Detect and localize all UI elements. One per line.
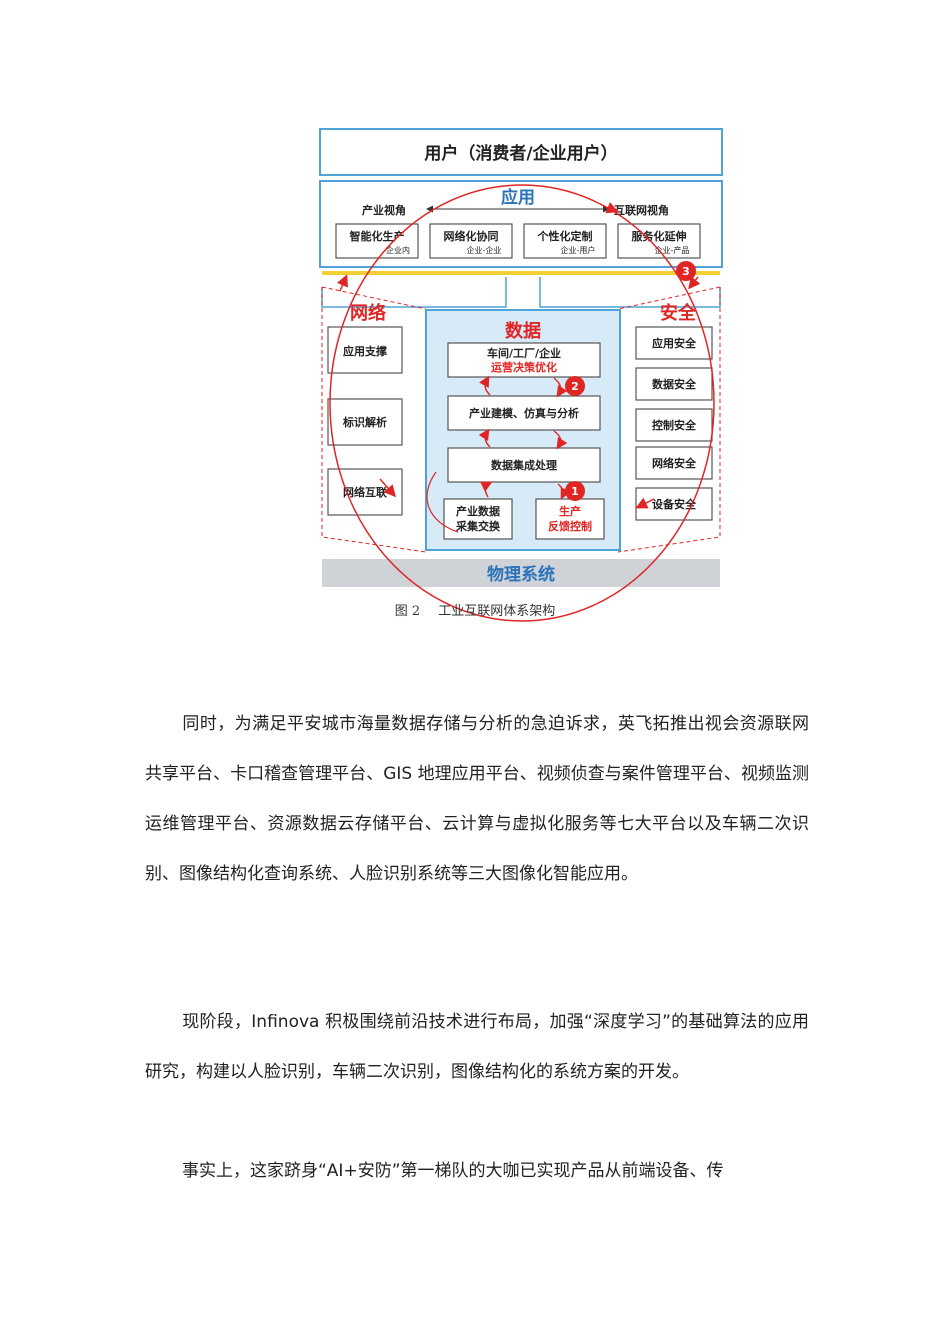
security-item-3-label: 控制安全 (652, 418, 697, 432)
figure-caption-number: 图 2 (394, 604, 421, 619)
data-box-integration-label: 数据集成处理 (491, 458, 557, 472)
arrow-decision-to-model (553, 377, 568, 398)
paragraph-2-text: 现阶段，Infinova 积极围绕前沿技术进行布局，加强“深度学习”的基础算法的… (145, 1012, 809, 1082)
architecture-diagram: 用户（消费者/企业用户） 应用 产业视角 互联网视角 智能化生产 企业内 网络化… (318, 127, 724, 622)
security-item-4: 网络安全 (635, 446, 713, 480)
data-box-decision-line1: 车间/工厂/企业 (487, 346, 561, 360)
marker-3: 3 (676, 261, 696, 281)
application-title: 应用 (501, 187, 535, 208)
user-layer-label: 用户（消费者/企业用户） (424, 143, 617, 164)
network-item-3-label: 网络互联 (343, 485, 387, 499)
arrow-collect-to-integrate (479, 481, 493, 498)
marker-1: 1 (565, 481, 585, 501)
arrow-integrate-to-feedback (557, 483, 571, 500)
data-box-feedback-line2: 反馈控制 (548, 519, 592, 533)
physical-system-bar (322, 559, 720, 587)
app-box-3-main: 个性化定制 (537, 229, 593, 243)
security-item-2-label: 数据安全 (652, 377, 697, 391)
app-box-1-sub: 企业内 (386, 245, 410, 255)
arrow-model-to-decision (478, 375, 491, 396)
security-item-2: 数据安全 (635, 367, 713, 401)
app-box-4-main: 服务化延伸 (632, 229, 687, 243)
physical-system-label: 物理系统 (487, 564, 555, 585)
data-box-collection-line2: 采集交换 (455, 519, 501, 533)
network-item-1: 应用支撑 (327, 326, 403, 374)
paragraph-2: 现阶段，Infinova 积极围绕前沿技术进行布局，加强“深度学习”的基础算法的… (145, 997, 809, 1097)
architecture-diagram-svg: 用户（消费者/企业用户） 应用 产业视角 互联网视角 智能化生产 企业内 网络化… (319, 128, 723, 622)
app-box-1-main: 智能化生产 (350, 229, 405, 243)
app-box-2: 网络化协同 企业-企业 (429, 223, 513, 259)
app-box-1: 智能化生产 企业内 (335, 223, 419, 259)
data-box-feedback-line1: 生产 (559, 504, 581, 518)
network-item-1-label: 应用支撑 (343, 344, 387, 358)
app-box-2-main: 网络化协同 (444, 229, 499, 243)
data-box-collection-line1: 产业数据 (456, 504, 500, 518)
security-item-1: 应用安全 (635, 326, 713, 360)
security-item-5-label: 设备安全 (652, 497, 697, 511)
figure-caption: 图 2 工业互联网体系架构 (0, 600, 950, 619)
security-item-1-label: 应用安全 (652, 336, 697, 350)
security-title: 安全 (660, 302, 697, 324)
data-box-decision-line2: 运营决策优化 (491, 360, 557, 374)
svg-text:1: 1 (571, 485, 579, 498)
data-box-decision: 车间/工厂/企业 运营决策优化 (447, 342, 601, 378)
network-title: 网络 (350, 302, 386, 324)
paragraph-3-text: 事实上，这家跻身“AI+安防”第一梯队的大咖已实现产品从前端设备、传 (182, 1161, 724, 1181)
app-box-4: 服务化延伸 企业-产品 (617, 223, 701, 259)
data-box-modeling-label: 产业建模、仿真与分析 (469, 406, 579, 420)
security-item-5: 设备安全 (635, 487, 713, 521)
data-box-integration: 数据集成处理 (447, 447, 601, 483)
app-box-2-sub: 企业-企业 (467, 245, 502, 255)
network-item-2-label: 标识解析 (342, 415, 387, 429)
industry-view-label: 产业视角 (362, 203, 406, 217)
app-box-3-sub: 企业-用户 (561, 245, 596, 255)
data-box-feedback: 生产 反馈控制 (535, 498, 605, 540)
figure-caption-text: 工业互联网体系架构 (438, 604, 556, 619)
paragraph-1: 同时，为满足平安城市海量数据存储与分析的急迫诉求，英飞拓推出视会资源联网共享平台… (145, 699, 809, 899)
arrow-model-to-integrate (553, 430, 568, 450)
svg-text:2: 2 (571, 380, 579, 393)
data-box-modeling: 产业建模、仿真与分析 (447, 395, 601, 431)
user-layer-box (319, 128, 723, 176)
security-item-3: 控制安全 (635, 408, 713, 442)
internet-view-label: 互联网视角 (614, 203, 669, 217)
paragraph-3: 事实上，这家跻身“AI+安防”第一梯队的大咖已实现产品从前端设备、传 (145, 1146, 809, 1196)
svg-text:3: 3 (682, 265, 690, 278)
app-box-4-sub: 企业-产品 (655, 245, 690, 255)
outer-loop-circle (329, 184, 715, 622)
data-title: 数据 (505, 320, 541, 342)
marker-2: 2 (565, 376, 585, 396)
arrow-integrate-to-model (478, 428, 491, 448)
network-item-2: 标识解析 (327, 398, 403, 446)
security-item-4-label: 网络安全 (652, 456, 697, 470)
data-box-collection: 产业数据 采集交换 (443, 498, 513, 540)
security-dashed-frame (617, 287, 721, 553)
paragraph-1-text: 同时，为满足平安城市海量数据存储与分析的急迫诉求，英飞拓推出视会资源联网共享平台… (145, 714, 809, 884)
app-box-3: 个性化定制 企业-用户 (523, 223, 607, 259)
